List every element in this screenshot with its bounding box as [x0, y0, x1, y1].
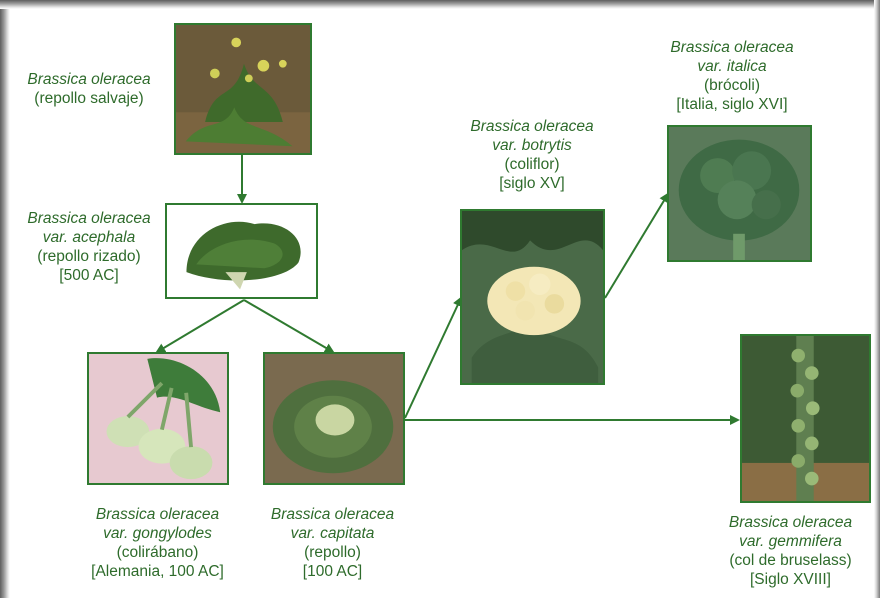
label-acephala-variety: var. acephala — [14, 228, 164, 247]
label-gemmifera-date: [Siglo XVIII] — [708, 570, 873, 589]
frame-shadow-top — [0, 0, 880, 9]
frame-shadow-right — [874, 0, 880, 598]
label-acephala-scientific: Brassica oleracea — [14, 209, 164, 228]
label-gongylodes-date: [Alemania, 100 AC] — [70, 562, 245, 581]
photo-coliflor — [460, 209, 605, 385]
photo-colirabano — [87, 352, 229, 485]
label-botrytis-scientific: Brassica oleracea — [452, 117, 612, 136]
label-gemmifera-common: (col de bruselass) — [708, 551, 873, 570]
photo-repollo-rizado — [165, 203, 318, 299]
label-gongylodes-scientific: Brassica oleracea — [70, 505, 245, 524]
label-botrytis-variety: var. botrytis — [452, 136, 612, 155]
label-col-de-bruselas: Brassica oleracea var. gemmifera (col de… — [708, 513, 873, 589]
label-capitata-common: (repollo) — [255, 543, 410, 562]
label-gemmifera-scientific: Brassica oleracea — [708, 513, 873, 532]
label-botrytis-common: (coliflor) — [452, 155, 612, 174]
label-coliflor: Brassica oleracea var. botrytis (coliflo… — [452, 117, 612, 193]
label-capitata-scientific: Brassica oleracea — [255, 505, 410, 524]
label-italica-date: [Italia, siglo XVI] — [652, 95, 812, 114]
label-capitata-date: [100 AC] — [255, 562, 410, 581]
photo-repollo-salvaje — [174, 23, 312, 155]
label-acephala-date: [500 AC] — [14, 266, 164, 285]
label-capitata-variety: var. capitata — [255, 524, 410, 543]
photo-col-de-bruselas — [740, 334, 871, 503]
label-salvaje-scientific: Brassica oleracea — [14, 70, 164, 89]
arrow-acephala-to-capitata — [244, 300, 333, 352]
label-botrytis-date: [siglo XV] — [452, 174, 612, 193]
label-brocoli: Brassica oleracea var. italica (brócoli)… — [652, 38, 812, 114]
label-acephala-common: (repollo rizado) — [14, 247, 164, 266]
label-salvaje-common: (repollo salvaje) — [14, 89, 164, 108]
photo-brocoli — [667, 125, 812, 262]
photo-repollo — [263, 352, 405, 485]
label-italica-variety: var. italica — [652, 57, 812, 76]
label-repollo: Brassica oleracea var. capitata (repollo… — [255, 505, 410, 581]
label-colirabano: Brassica oleracea var. gongylodes (colir… — [70, 505, 245, 581]
label-repollo-rizado: Brassica oleracea var. acephala (repollo… — [14, 209, 164, 285]
label-italica-common: (brócoli) — [652, 76, 812, 95]
arrow-acephala-to-gongylodes — [157, 300, 244, 352]
frame-shadow-left — [0, 0, 10, 598]
arrow-botrytis-to-italica — [605, 194, 668, 298]
label-italica-scientific: Brassica oleracea — [652, 38, 812, 57]
label-repollo-salvaje: Brassica oleracea (repollo salvaje) — [14, 70, 164, 108]
label-gongylodes-variety: var. gongylodes — [70, 524, 245, 543]
arrow-capitata-to-botrytis — [405, 298, 461, 418]
label-gemmifera-variety: var. gemmifera — [708, 532, 873, 551]
label-gongylodes-common: (colirábano) — [70, 543, 245, 562]
